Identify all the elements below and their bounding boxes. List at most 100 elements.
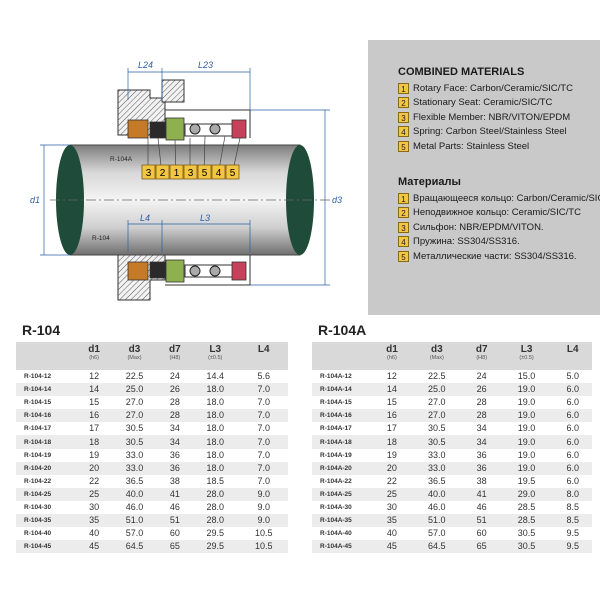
value-cell: 12 [374, 370, 410, 384]
part-badge: 3 [141, 164, 156, 180]
value-cell: 19.0 [499, 435, 554, 449]
value-cell: 6.0 [553, 461, 592, 475]
value-cell: 33.0 [110, 461, 159, 475]
value-cell: 18.0 [191, 422, 240, 436]
value-cell: 7.0 [239, 461, 288, 475]
value-cell: 18.0 [191, 383, 240, 397]
value-cell: 38 [158, 474, 191, 488]
number-badge: 1 [398, 82, 409, 94]
materials-title-en: COMBINED MATERIALS [398, 66, 525, 78]
column-header-label: d1 [88, 344, 100, 355]
value-cell: 5.0 [553, 370, 592, 384]
value-cell: 51.0 [409, 514, 464, 528]
value-cell: 34 [463, 435, 500, 449]
value-cell: 51 [463, 514, 500, 528]
dimension-table-r104a-section: R-104A d1(h6)d3(Max)d7(H8)L3(±0.5)L4 R-1… [312, 318, 592, 554]
value-cell: 18 [374, 435, 410, 449]
value-cell: 7.0 [239, 383, 288, 397]
value-cell: 9.5 [553, 527, 592, 541]
part-badge: 2 [155, 164, 170, 180]
model-cell: R-104-18 [16, 435, 78, 449]
materials-title-ru: Материалы [398, 176, 461, 188]
model-cell: R-104A-25 [312, 487, 374, 501]
number-badge: 5 [398, 140, 409, 152]
value-cell: 19.0 [499, 448, 554, 462]
value-cell: 25 [78, 487, 111, 501]
value-cell: 29.5 [191, 527, 240, 541]
column-header-label: L3 [209, 344, 222, 355]
column-header: d3(Max) [110, 342, 159, 370]
column-header-tolerance: (h6) [387, 355, 397, 361]
material-text: Stationary Seat: Ceramic/SIC/TC [413, 97, 553, 109]
value-cell: 20 [374, 461, 410, 475]
model-cell: R-104A-17 [312, 422, 374, 436]
column-header-label: d3 [128, 344, 141, 355]
value-cell: 30.5 [409, 422, 464, 436]
column-header-tolerance: (Max) [127, 355, 142, 361]
material-item: 5 Metal Parts: Stainless Steel [398, 139, 573, 154]
value-cell: 7.0 [239, 435, 288, 449]
material-text: Metal Parts: Stainless Steel [413, 140, 530, 152]
value-cell: 6.0 [553, 422, 592, 436]
value-cell: 30 [78, 500, 111, 515]
value-cell: 19.5 [499, 474, 554, 488]
value-cell: 64.5 [110, 540, 159, 554]
value-cell: 36 [463, 448, 500, 462]
model-label-lower: R-104 [92, 235, 110, 242]
value-cell: 36.5 [110, 474, 159, 488]
table-title: R-104A [318, 322, 367, 338]
value-cell: 36 [463, 461, 500, 475]
value-cell: 60 [158, 527, 191, 541]
value-cell: 57.0 [110, 527, 159, 541]
material-text: Rotary Face: Carbon/Ceramic/SIC/TC [413, 82, 573, 94]
model-cell: R-104A-19 [312, 448, 374, 462]
dim-label-d3: d3 [332, 195, 342, 205]
number-badge: 3 [398, 221, 409, 233]
value-cell: 10.5 [239, 527, 288, 541]
value-cell: 6.0 [553, 448, 592, 462]
value-cell: 28 [158, 409, 191, 423]
model-cell: R-104A-12 [312, 370, 374, 384]
material-item: 1 Rotary Face: Carbon/Ceramic/SIC/TC [398, 81, 573, 96]
value-cell: 27.0 [110, 409, 159, 423]
part-badge: 5 [197, 164, 212, 180]
value-cell: 20 [78, 461, 111, 475]
number-badge: 2 [398, 97, 409, 109]
value-cell: 30.5 [110, 435, 159, 449]
part-badge: 1 [169, 164, 184, 180]
value-cell: 51 [158, 514, 191, 528]
value-cell: 6.0 [553, 435, 592, 449]
model-cell: R-104-40 [16, 527, 78, 541]
value-cell: 9.0 [239, 500, 288, 515]
model-cell: R-104-35 [16, 514, 78, 528]
number-badge: 4 [398, 126, 409, 138]
material-text: Пружина: SS304/SS316. [413, 236, 520, 248]
value-cell: 14.4 [191, 370, 240, 384]
value-cell: 26 [158, 383, 191, 397]
value-cell: 60 [463, 527, 500, 541]
model-cell: R-104A-18 [312, 435, 374, 449]
value-cell: 18.0 [191, 396, 240, 410]
dimension-table-r104-section: R-104 d1(h6)d3(Max)d7(H8)L3(±0.5)L4 R-10… [16, 318, 288, 554]
value-cell: 40 [374, 527, 410, 541]
part-badge: 4 [211, 164, 226, 180]
part-badge: 3 [183, 164, 198, 180]
value-cell: 46 [463, 500, 500, 515]
dimension-lines [40, 68, 330, 286]
value-cell: 19.0 [499, 461, 554, 475]
value-cell: 25.0 [110, 383, 159, 397]
value-cell: 29.0 [499, 487, 554, 501]
